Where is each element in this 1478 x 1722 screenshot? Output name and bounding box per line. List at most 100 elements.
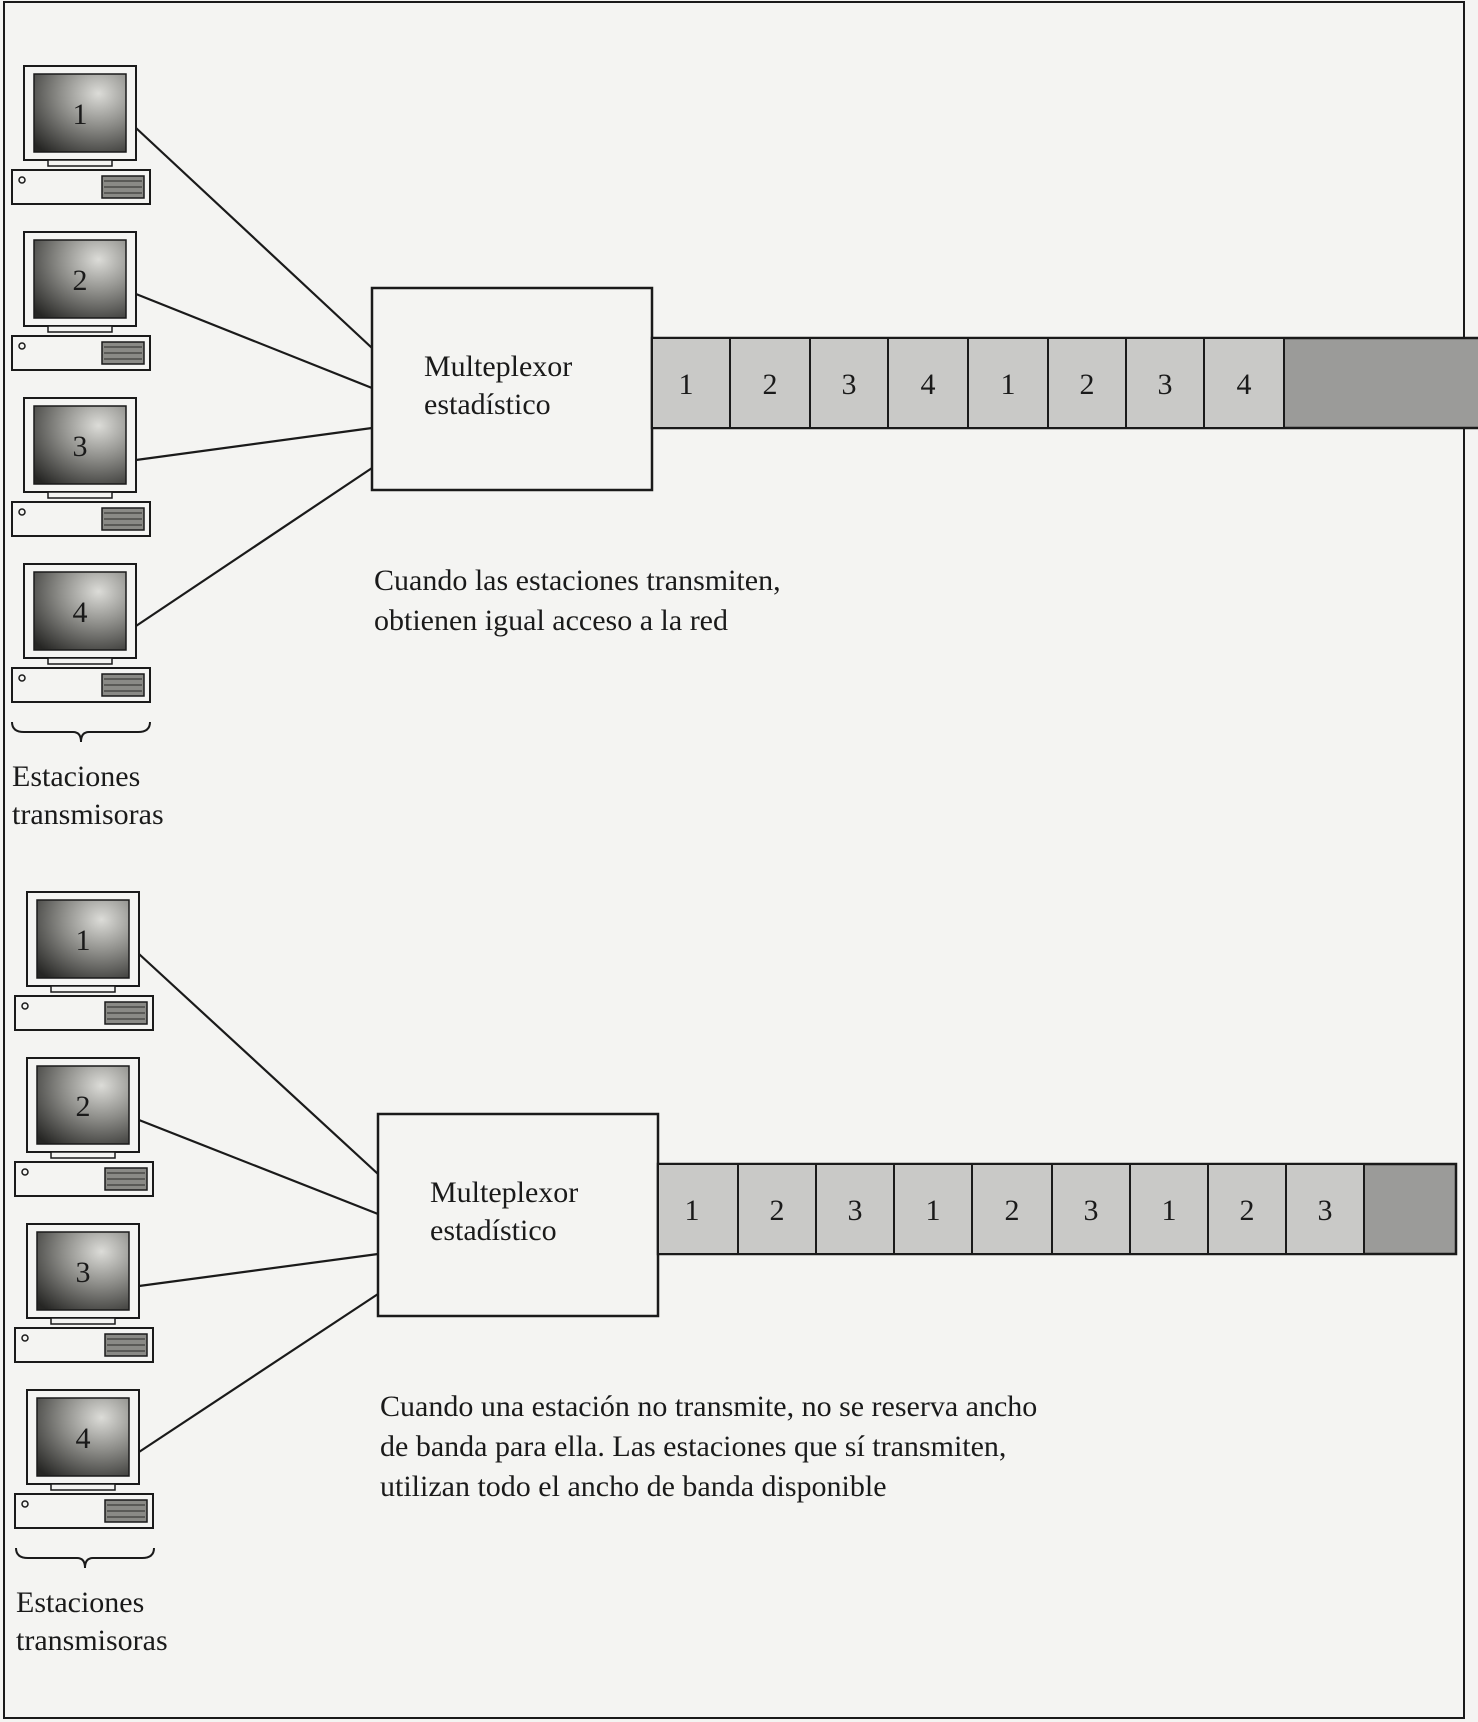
monitor-stand <box>47 159 113 167</box>
diagram-caption: de banda para ella. Las estaciones que s… <box>380 1430 1006 1463</box>
station-number: 3 <box>76 1256 91 1289</box>
monitor-stand <box>50 1317 116 1325</box>
monitor-stand <box>47 491 113 499</box>
frame-cell <box>1203 337 1285 429</box>
computer-icon: 4 <box>14 1389 154 1529</box>
power-light <box>18 508 26 516</box>
multiplexer-label: Multeplexor <box>430 1176 578 1209</box>
station-group-label: Estaciones <box>12 760 140 793</box>
computer-icon: 2 <box>14 1057 154 1197</box>
frame-label: 1 <box>1001 368 1016 401</box>
station-link <box>138 1252 379 1288</box>
frame-cell <box>815 1163 895 1255</box>
computer-icon: 4 <box>11 563 151 703</box>
station-link <box>135 426 373 462</box>
power-light <box>21 1002 29 1010</box>
frame-label: 1 <box>1162 1194 1177 1227</box>
multiplexer-label: Multeplexor <box>424 350 572 383</box>
diagram-caption: utilizan todo el ancho de banda disponib… <box>380 1470 887 1503</box>
computer-icon: 3 <box>14 1223 154 1363</box>
diagram-caption: obtienen igual acceso a la red <box>374 604 728 637</box>
frame-cell <box>887 337 969 429</box>
screen <box>36 899 130 979</box>
multiplexer-box <box>370 286 654 492</box>
station-link <box>138 1118 379 1216</box>
multiplexer-box <box>376 1112 660 1318</box>
frame-label: 3 <box>842 368 857 401</box>
power-light <box>18 674 26 682</box>
computer-icon: 2 <box>11 231 151 371</box>
station-group-brace <box>11 721 151 743</box>
frame-cell <box>737 1163 817 1255</box>
screen <box>36 1065 130 1145</box>
station-group-label: transmisoras <box>12 798 164 831</box>
frame-cell <box>1285 1163 1365 1255</box>
multiplexer-label: estadístico <box>424 388 551 421</box>
frame-label: 3 <box>848 1194 863 1227</box>
frame-cell <box>809 337 889 429</box>
station-group-label: Estaciones <box>16 1586 144 1619</box>
diagram-caption: Cuando las estaciones transmiten, <box>374 564 781 597</box>
power-light <box>18 342 26 350</box>
frame-label: 2 <box>1005 1194 1020 1227</box>
frame-cell <box>1051 1163 1131 1255</box>
diagram-dynamic-bandwidth: 1 2 3 4 Multeplexor estadístico 1 2 3 1 2 3 1 2 3Cuand… <box>14 891 1458 1657</box>
station-number: 1 <box>73 98 88 131</box>
screen <box>36 1397 130 1477</box>
monitor-stand <box>47 325 113 333</box>
screen <box>33 405 127 485</box>
power-light <box>21 1334 29 1342</box>
station-number: 2 <box>73 264 88 297</box>
frame-cell <box>1125 337 1205 429</box>
monitor-stand <box>47 657 113 665</box>
frame-cell <box>967 337 1049 429</box>
power-light <box>21 1500 29 1508</box>
station-link <box>135 127 373 349</box>
computer-icon: 3 <box>11 397 151 537</box>
frame-label: 4 <box>1237 368 1252 401</box>
screen <box>33 239 127 319</box>
monitor-stand <box>50 1151 116 1159</box>
multiplexer-label: estadístico <box>430 1214 557 1247</box>
frame-label: 1 <box>926 1194 941 1227</box>
frame-label: 1 <box>679 368 694 401</box>
monitor-stand <box>50 1483 116 1491</box>
frame-label: 2 <box>1240 1194 1255 1227</box>
frame-label: 2 <box>763 368 778 401</box>
screen <box>33 73 127 153</box>
station-number: 1 <box>76 924 91 957</box>
frame-label: 2 <box>770 1194 785 1227</box>
station-number: 4 <box>76 1422 91 1455</box>
frame-label: 4 <box>921 368 936 401</box>
station-number: 2 <box>76 1090 91 1123</box>
computer-icon: 1 <box>11 65 151 205</box>
station-number: 3 <box>73 430 88 463</box>
station-number: 4 <box>73 596 88 629</box>
frame-cell <box>657 1163 739 1255</box>
monitor-stand <box>50 985 116 993</box>
frame-cell <box>893 1163 973 1255</box>
power-light <box>18 176 26 184</box>
frame-label: 3 <box>1158 368 1173 401</box>
figure-border <box>3 1 1465 1719</box>
diagram-caption: Cuando una estación no transmite, no se … <box>380 1390 1037 1423</box>
frame-cell <box>1207 1163 1287 1255</box>
station-link <box>138 953 379 1175</box>
frame-cell <box>651 337 731 429</box>
frame-label: 3 <box>1318 1194 1333 1227</box>
station-link <box>135 292 373 390</box>
frame-cell <box>1129 1163 1209 1255</box>
computer-icon: 1 <box>14 891 154 1031</box>
screen <box>33 571 127 651</box>
screen <box>36 1231 130 1311</box>
station-group-brace <box>15 1547 155 1569</box>
frame-label: 3 <box>1084 1194 1099 1227</box>
station-group-label: transmisoras <box>16 1624 168 1657</box>
frame-label: 1 <box>685 1194 700 1227</box>
station-link <box>135 467 373 627</box>
power-light <box>21 1168 29 1176</box>
frame-label: 2 <box>1080 368 1095 401</box>
station-link <box>138 1293 379 1453</box>
